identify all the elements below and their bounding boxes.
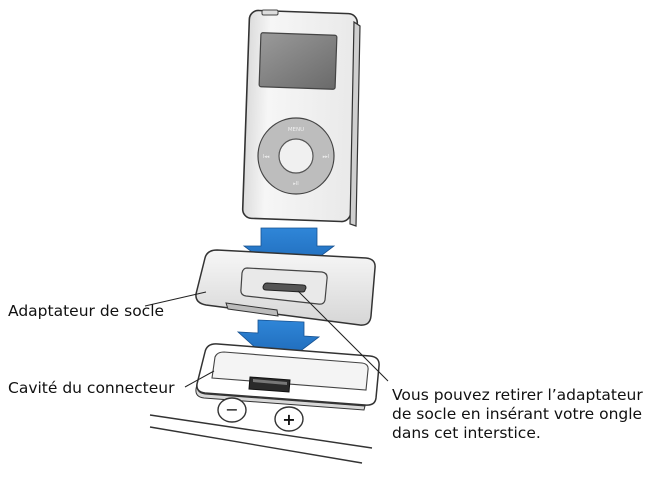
removal-note: Vous pouvez retirer l’adaptateur de socl… xyxy=(392,386,643,443)
ipod-device: MENU I◂◂ ▸▸I ▸II xyxy=(241,9,361,227)
surface-line-top xyxy=(149,414,373,449)
leader-line-slot xyxy=(297,290,389,382)
leader-line-adapter xyxy=(144,291,207,307)
adapter-bottom-tab xyxy=(225,302,279,317)
connector-highlight xyxy=(253,379,287,385)
wheel-menu-label: MENU xyxy=(288,127,304,133)
dock-front-face xyxy=(195,383,366,411)
minus-symbol: − xyxy=(225,400,238,419)
dock-base xyxy=(195,343,380,411)
removal-note-line-1: Vous pouvez retirer l’adaptateur xyxy=(392,386,643,404)
removal-note-line-2: de socle en insérant votre ongle xyxy=(392,405,643,423)
dock-adapter-label: Adaptateur de socle xyxy=(8,302,165,320)
volume-buttons: − + xyxy=(217,397,304,432)
plus-button[interactable] xyxy=(274,406,304,432)
connector-cavity-label: Cavité du connecteur xyxy=(8,379,175,397)
wheel-play-label: ▸II xyxy=(293,181,298,187)
ipod-side-edge xyxy=(349,20,361,227)
center-button[interactable] xyxy=(278,138,314,174)
dock-adapter xyxy=(195,249,376,326)
ipod-screen xyxy=(258,32,338,90)
wheel-prev-label: I◂◂ xyxy=(263,154,270,160)
leader-line-cavity xyxy=(184,370,215,388)
adapter-slot xyxy=(262,282,307,293)
removal-note-line-3: dans cet interstice. xyxy=(392,424,541,442)
surface-line-bottom xyxy=(149,426,363,464)
ipod-hold-switch xyxy=(261,9,279,16)
plus-symbol: + xyxy=(282,410,295,429)
minus-button[interactable] xyxy=(217,397,247,423)
wheel-next-label: ▸▸I xyxy=(323,154,330,160)
